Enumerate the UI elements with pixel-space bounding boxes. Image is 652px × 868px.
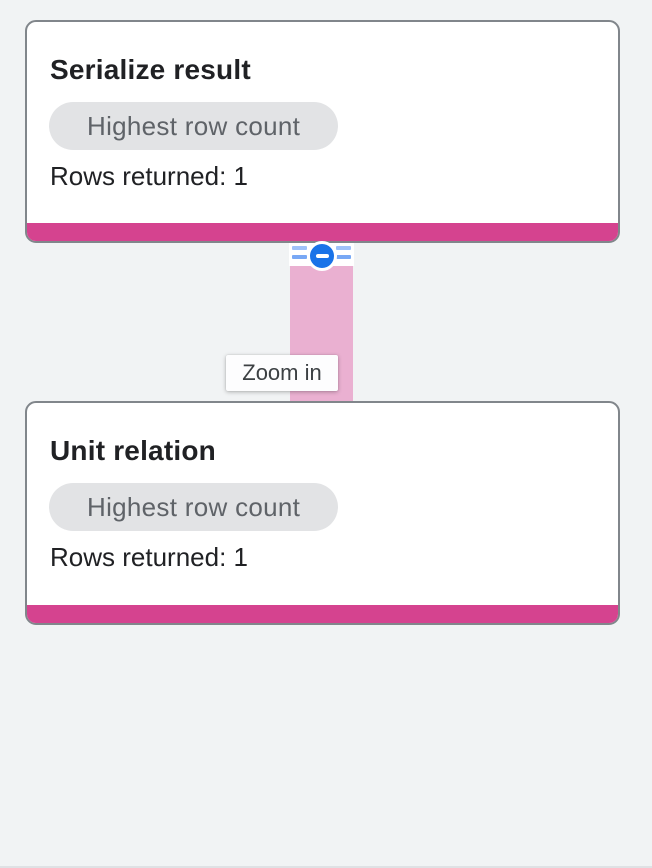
- graph-node-serialize-result[interactable]: Serialize result Highest row count Rows …: [25, 20, 620, 243]
- zoom-in-tooltip: Zoom in: [226, 355, 338, 391]
- collapse-edge-button[interactable]: [307, 241, 337, 271]
- flow-line-icon: [336, 246, 351, 250]
- rows-returned-text: Rows returned: 1: [50, 542, 248, 572]
- minus-icon: [315, 254, 329, 258]
- node-accent-bar: [27, 223, 618, 241]
- flow-line-icon: [336, 255, 351, 259]
- node-accent-bar: [27, 605, 618, 623]
- rows-returned-text: Rows returned: 1: [50, 161, 248, 191]
- node-title: Serialize result: [50, 54, 251, 85]
- flow-line-icon: [292, 255, 307, 259]
- flow-line-icon: [292, 246, 307, 250]
- highest-row-count-badge: Highest row count: [49, 483, 339, 531]
- node-title: Unit relation: [50, 435, 216, 466]
- graph-node-unit-relation[interactable]: Unit relation Highest row count Rows ret…: [25, 401, 620, 625]
- highest-row-count-badge: Highest row count: [49, 102, 339, 150]
- panel-bottom-border: [0, 866, 652, 868]
